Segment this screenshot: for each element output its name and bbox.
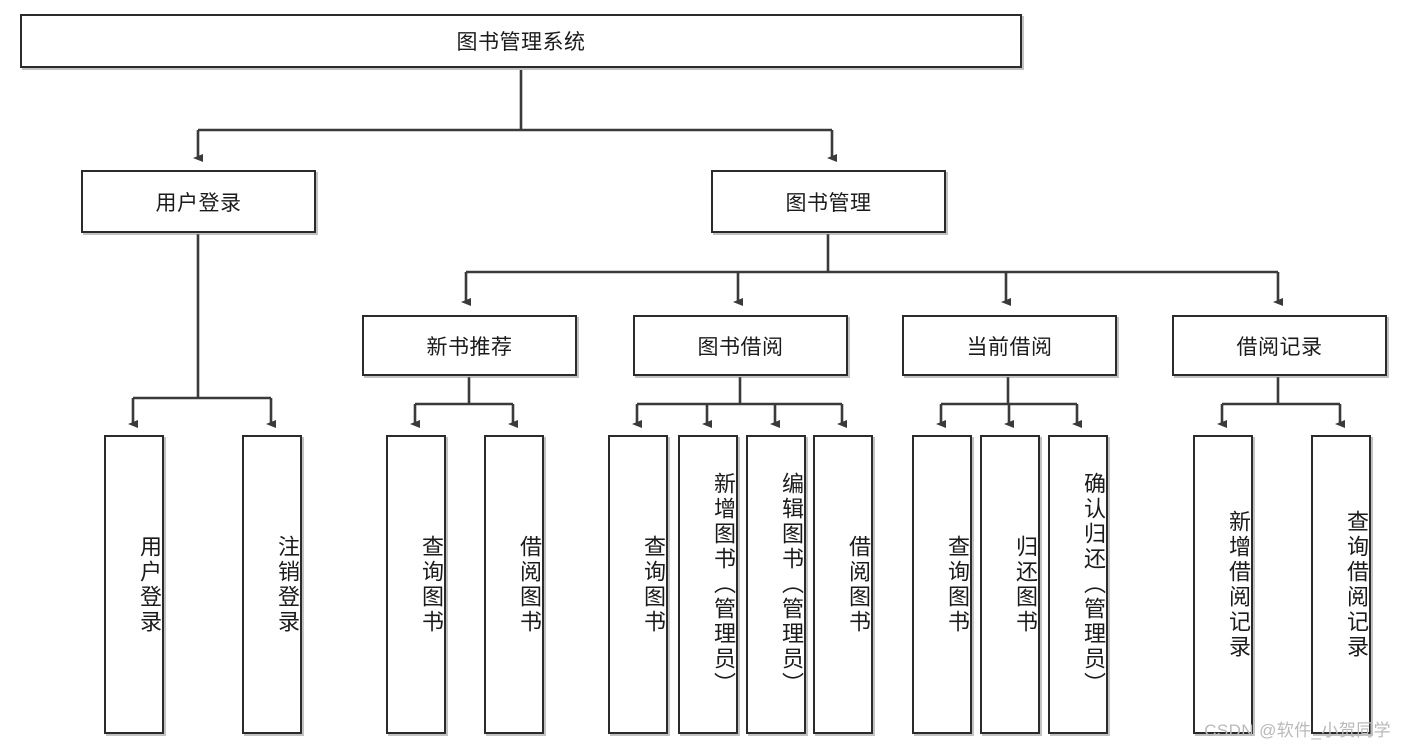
node-label: 用户登录 xyxy=(137,534,162,635)
node-label: 新增借阅记录 xyxy=(1226,509,1251,660)
node-label: 图书管理 xyxy=(785,191,872,215)
leaf-records-query-record[interactable]: 查询借阅记录 xyxy=(1311,435,1371,734)
leaf-current-return-book[interactable]: 归还图书 xyxy=(980,435,1040,734)
node-label: 编辑图书（管理员） xyxy=(779,472,804,697)
node-label: 新增图书（管理员） xyxy=(711,472,736,697)
node-label: 图书管理系统 xyxy=(456,31,586,54)
leaf-new-book-query[interactable]: 查询图书 xyxy=(386,435,446,734)
node-label: 用户登录 xyxy=(155,191,242,215)
leaf-borrow-edit-book-admin[interactable]: 编辑图书（管理员） xyxy=(746,435,806,734)
watermark-text: CSDN @软件_小贺同学 xyxy=(1204,721,1391,740)
node-book-management[interactable]: 图书管理 xyxy=(711,170,946,233)
leaf-borrow-borrow-book[interactable]: 借阅图书 xyxy=(813,435,873,734)
node-label: 借阅图书 xyxy=(517,534,542,635)
node-label: 查询图书 xyxy=(641,534,666,635)
node-label: 新书推荐 xyxy=(426,335,513,359)
leaf-borrow-add-book-admin[interactable]: 新增图书（管理员） xyxy=(678,435,738,734)
node-label: 查询借阅记录 xyxy=(1344,509,1369,660)
node-label: 借阅图书 xyxy=(846,534,871,635)
leaf-records-add-record[interactable]: 新增借阅记录 xyxy=(1193,435,1253,734)
leaf-current-query-book[interactable]: 查询图书 xyxy=(912,435,972,734)
node-label: 注销登录 xyxy=(275,534,300,635)
node-label: 借阅记录 xyxy=(1236,335,1323,359)
node-label: 确认归还（管理员） xyxy=(1081,472,1106,697)
node-new-book-recommend[interactable]: 新书推荐 xyxy=(362,315,577,376)
node-label: 查询图书 xyxy=(419,534,444,635)
node-label: 归还图书 xyxy=(1013,534,1038,635)
leaf-current-confirm-return-admin[interactable]: 确认归还（管理员） xyxy=(1048,435,1108,734)
leaf-borrow-query-book[interactable]: 查询图书 xyxy=(608,435,668,734)
node-label: 图书借阅 xyxy=(697,335,784,359)
leaf-new-book-borrow[interactable]: 借阅图书 xyxy=(484,435,544,734)
node-root-system[interactable]: 图书管理系统 xyxy=(20,14,1022,68)
node-label: 当前借阅 xyxy=(966,335,1053,359)
node-label: 查询图书 xyxy=(945,534,970,635)
node-borrow-records[interactable]: 借阅记录 xyxy=(1172,315,1387,376)
node-book-borrow[interactable]: 图书借阅 xyxy=(633,315,848,376)
leaf-user-login-login[interactable]: 用户登录 xyxy=(104,435,164,734)
node-current-borrow[interactable]: 当前借阅 xyxy=(902,315,1117,376)
leaf-user-login-logout[interactable]: 注销登录 xyxy=(242,435,302,734)
node-user-login[interactable]: 用户登录 xyxy=(81,170,316,233)
